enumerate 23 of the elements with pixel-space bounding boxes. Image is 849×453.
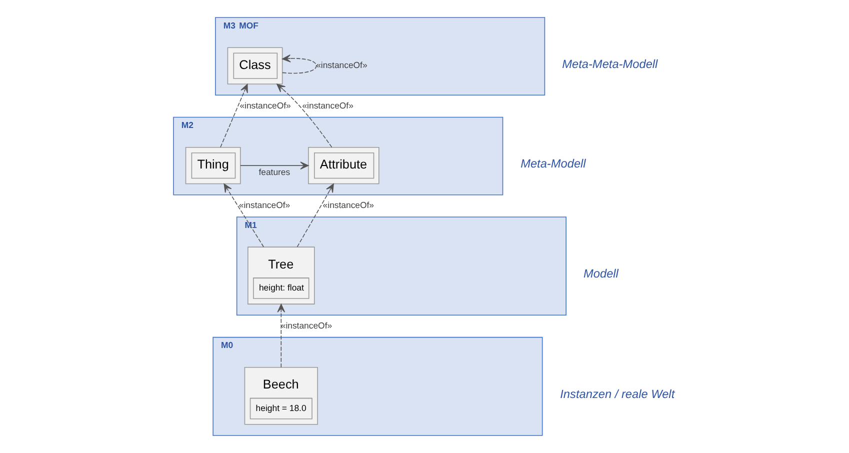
arrow [276, 84, 332, 148]
arrow [220, 84, 248, 148]
node-box: Thing [184, 146, 240, 184]
edge-label: «instanceOf» [302, 100, 353, 110]
node-label: Meta-Modell [520, 156, 586, 171]
node-box: Tree height: float [247, 246, 314, 304]
node-box: Beech height = 18.0 [244, 367, 318, 425]
arrow [296, 184, 334, 248]
edge-label: features [258, 166, 290, 177]
edge-label: «instanceOf» [316, 60, 367, 70]
node-box: Attribute [308, 146, 379, 184]
node-box: Class [226, 47, 282, 84]
arrow [276, 304, 285, 368]
node-label: Modell [583, 266, 618, 281]
arrow [282, 54, 316, 74]
node-label: Meta-Meta-Modell [562, 56, 658, 71]
edge-label: «instanceOf» [322, 200, 374, 210]
arrow [240, 162, 308, 170]
edge-label: «instanceOf» [239, 100, 290, 110]
edge-label: «instanceOf» [280, 320, 332, 330]
arrow [223, 184, 264, 248]
node-label: Instanzen / reale Welt [560, 386, 674, 401]
edge-label: «instanceOf» [238, 200, 290, 210]
